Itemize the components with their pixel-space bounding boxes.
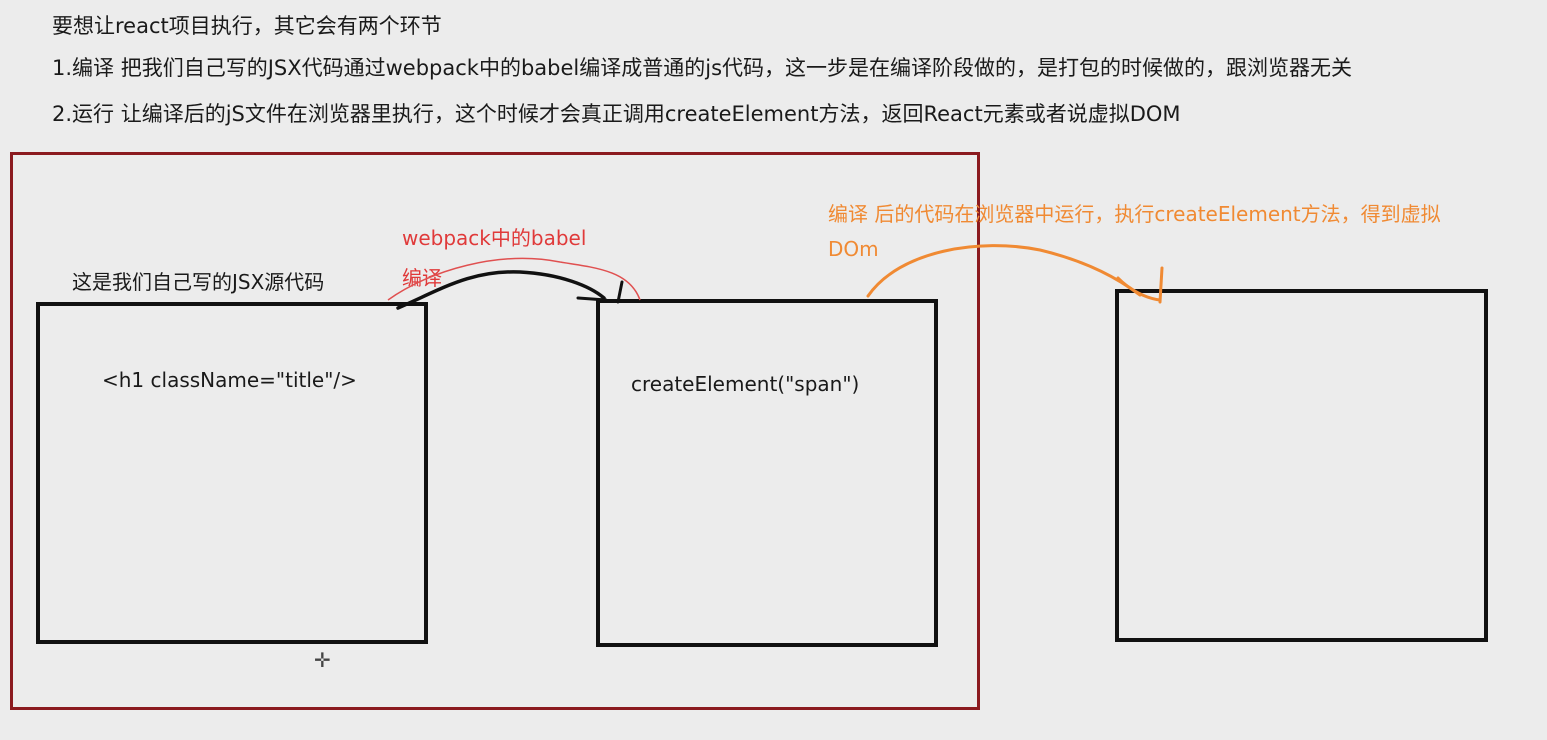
intro-line-3: 2.运行 让编译后的jS文件在浏览器里执行，这个时候才会真正调用createEl… xyxy=(52,102,1181,126)
jsx-source-box xyxy=(36,302,428,644)
runtime-annotation-line-2: DOm xyxy=(828,237,879,261)
intro-line-2: 1.编译 把我们自己写的JSX代码通过webpack中的babel编译成普通的j… xyxy=(52,56,1353,80)
compiled-code-box xyxy=(596,299,938,647)
compile-annotation-line-1: webpack中的babel xyxy=(402,226,587,250)
jsx-source-label: 这是我们自己写的JSX源代码 xyxy=(72,270,325,294)
intro-line-1: 要想让react项目执行，其它会有两个环节 xyxy=(52,14,442,38)
move-cursor-icon: ✛ xyxy=(314,648,331,672)
runtime-annotation-line-1: 编译 后的代码在浏览器中运行，执行createElement方法，得到虚拟 xyxy=(828,202,1441,226)
jsx-code-text: <h1 className="title"/> xyxy=(102,368,357,392)
compiled-code-text: createElement("span") xyxy=(631,372,860,396)
virtual-dom-box xyxy=(1115,289,1488,642)
compile-stage-frame xyxy=(10,152,980,710)
compile-annotation-line-2: 编译 xyxy=(402,266,442,290)
